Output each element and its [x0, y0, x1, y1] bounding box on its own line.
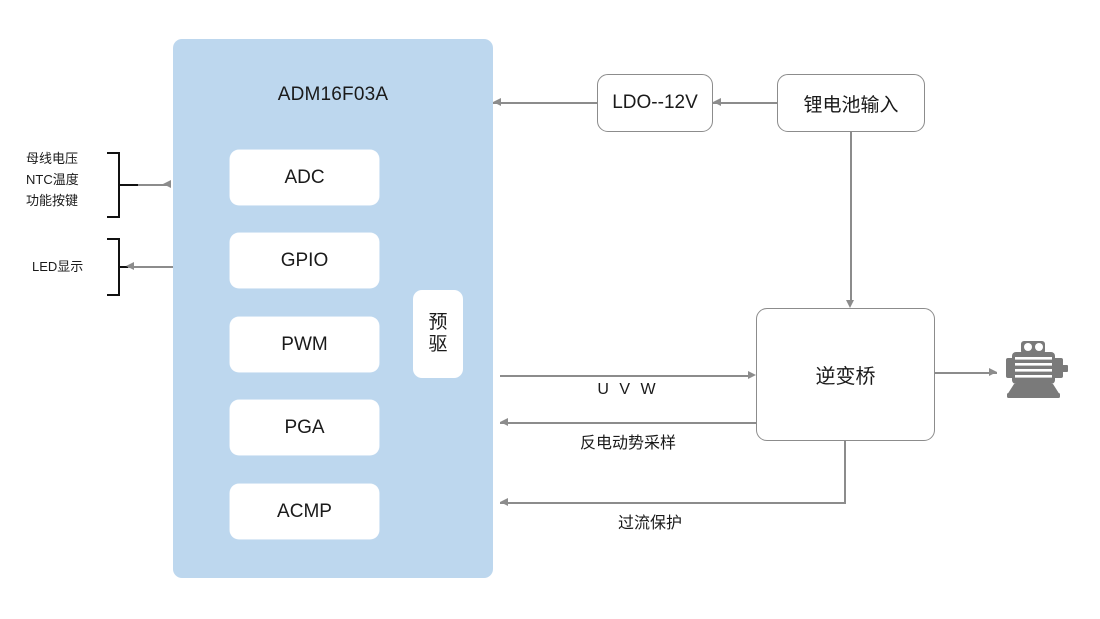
left-output-group-2-labels: LED显示	[32, 256, 83, 277]
battery-to-inverter-line	[850, 132, 852, 300]
pre-driver-label-line2: 驱	[428, 334, 448, 355]
left-input-group-1-arrowhead-icon	[163, 180, 171, 188]
uvw-arrowhead-icon	[748, 371, 756, 379]
ldo-to-mcu-arrowhead-icon	[493, 98, 501, 106]
battery-block[interactable]: 锂电池输入	[777, 74, 925, 132]
uvw-label: U V W	[597, 381, 659, 398]
left-input-group-1-line	[138, 184, 171, 186]
ocp-label: 过流保护	[617, 515, 682, 532]
left-output-group-2-line	[128, 266, 173, 268]
peripheral-block-acmp[interactable]: ACMP	[230, 484, 379, 539]
pre-driver-label-line1: 预	[428, 311, 448, 333]
left-input-group-1-stub	[120, 184, 138, 186]
peripheral-block-adc[interactable]: ADC	[230, 150, 379, 205]
left-output-group-2-bracket	[107, 238, 120, 296]
inverter-to-motor-line	[935, 372, 997, 374]
left-output-group-2-arrowhead-icon	[126, 262, 134, 270]
bemf-label: 反电动势采样	[579, 435, 676, 452]
battery-to-ldo-line	[713, 102, 777, 104]
pre-driver-block[interactable]: 预 驱	[413, 290, 463, 378]
uvw-line	[500, 375, 748, 377]
left-output-label-led-display: LED显示	[32, 259, 84, 274]
mcu-title: ADM16F03A	[277, 84, 389, 105]
ocp-arrowhead-icon	[500, 498, 508, 506]
motor-icon	[1004, 341, 1070, 399]
peripheral-block-pwm[interactable]: PWM	[230, 317, 379, 372]
peripheral-block-gpio[interactable]: GPIO	[230, 233, 379, 288]
left-input-label-function-key: 功能按键	[26, 193, 79, 209]
left-input-group-1-bracket	[107, 152, 120, 218]
battery-to-ldo-arrowhead-icon	[713, 98, 721, 106]
peripheral-block-pga[interactable]: PGA	[230, 400, 379, 455]
left-input-label-ntc-temp: NTC温度	[26, 172, 79, 188]
ocp-horizontal-line	[500, 502, 846, 504]
bemf-line	[500, 422, 756, 424]
ocp-vertical-line	[844, 441, 846, 503]
inverter-to-motor-arrowhead-icon	[989, 368, 997, 376]
bemf-arrowhead-icon	[500, 418, 508, 426]
ldo-block[interactable]: LDO--12V	[597, 74, 713, 132]
left-input-group-1-labels: 母线电压 NTC温度 功能按键	[26, 148, 79, 211]
inverter-bridge-block[interactable]: 逆变桥	[756, 308, 935, 441]
ldo-to-mcu-line	[493, 102, 597, 104]
battery-to-inverter-arrowhead-icon	[846, 300, 854, 308]
left-input-label-bus-voltage: 母线电压	[26, 151, 79, 166]
